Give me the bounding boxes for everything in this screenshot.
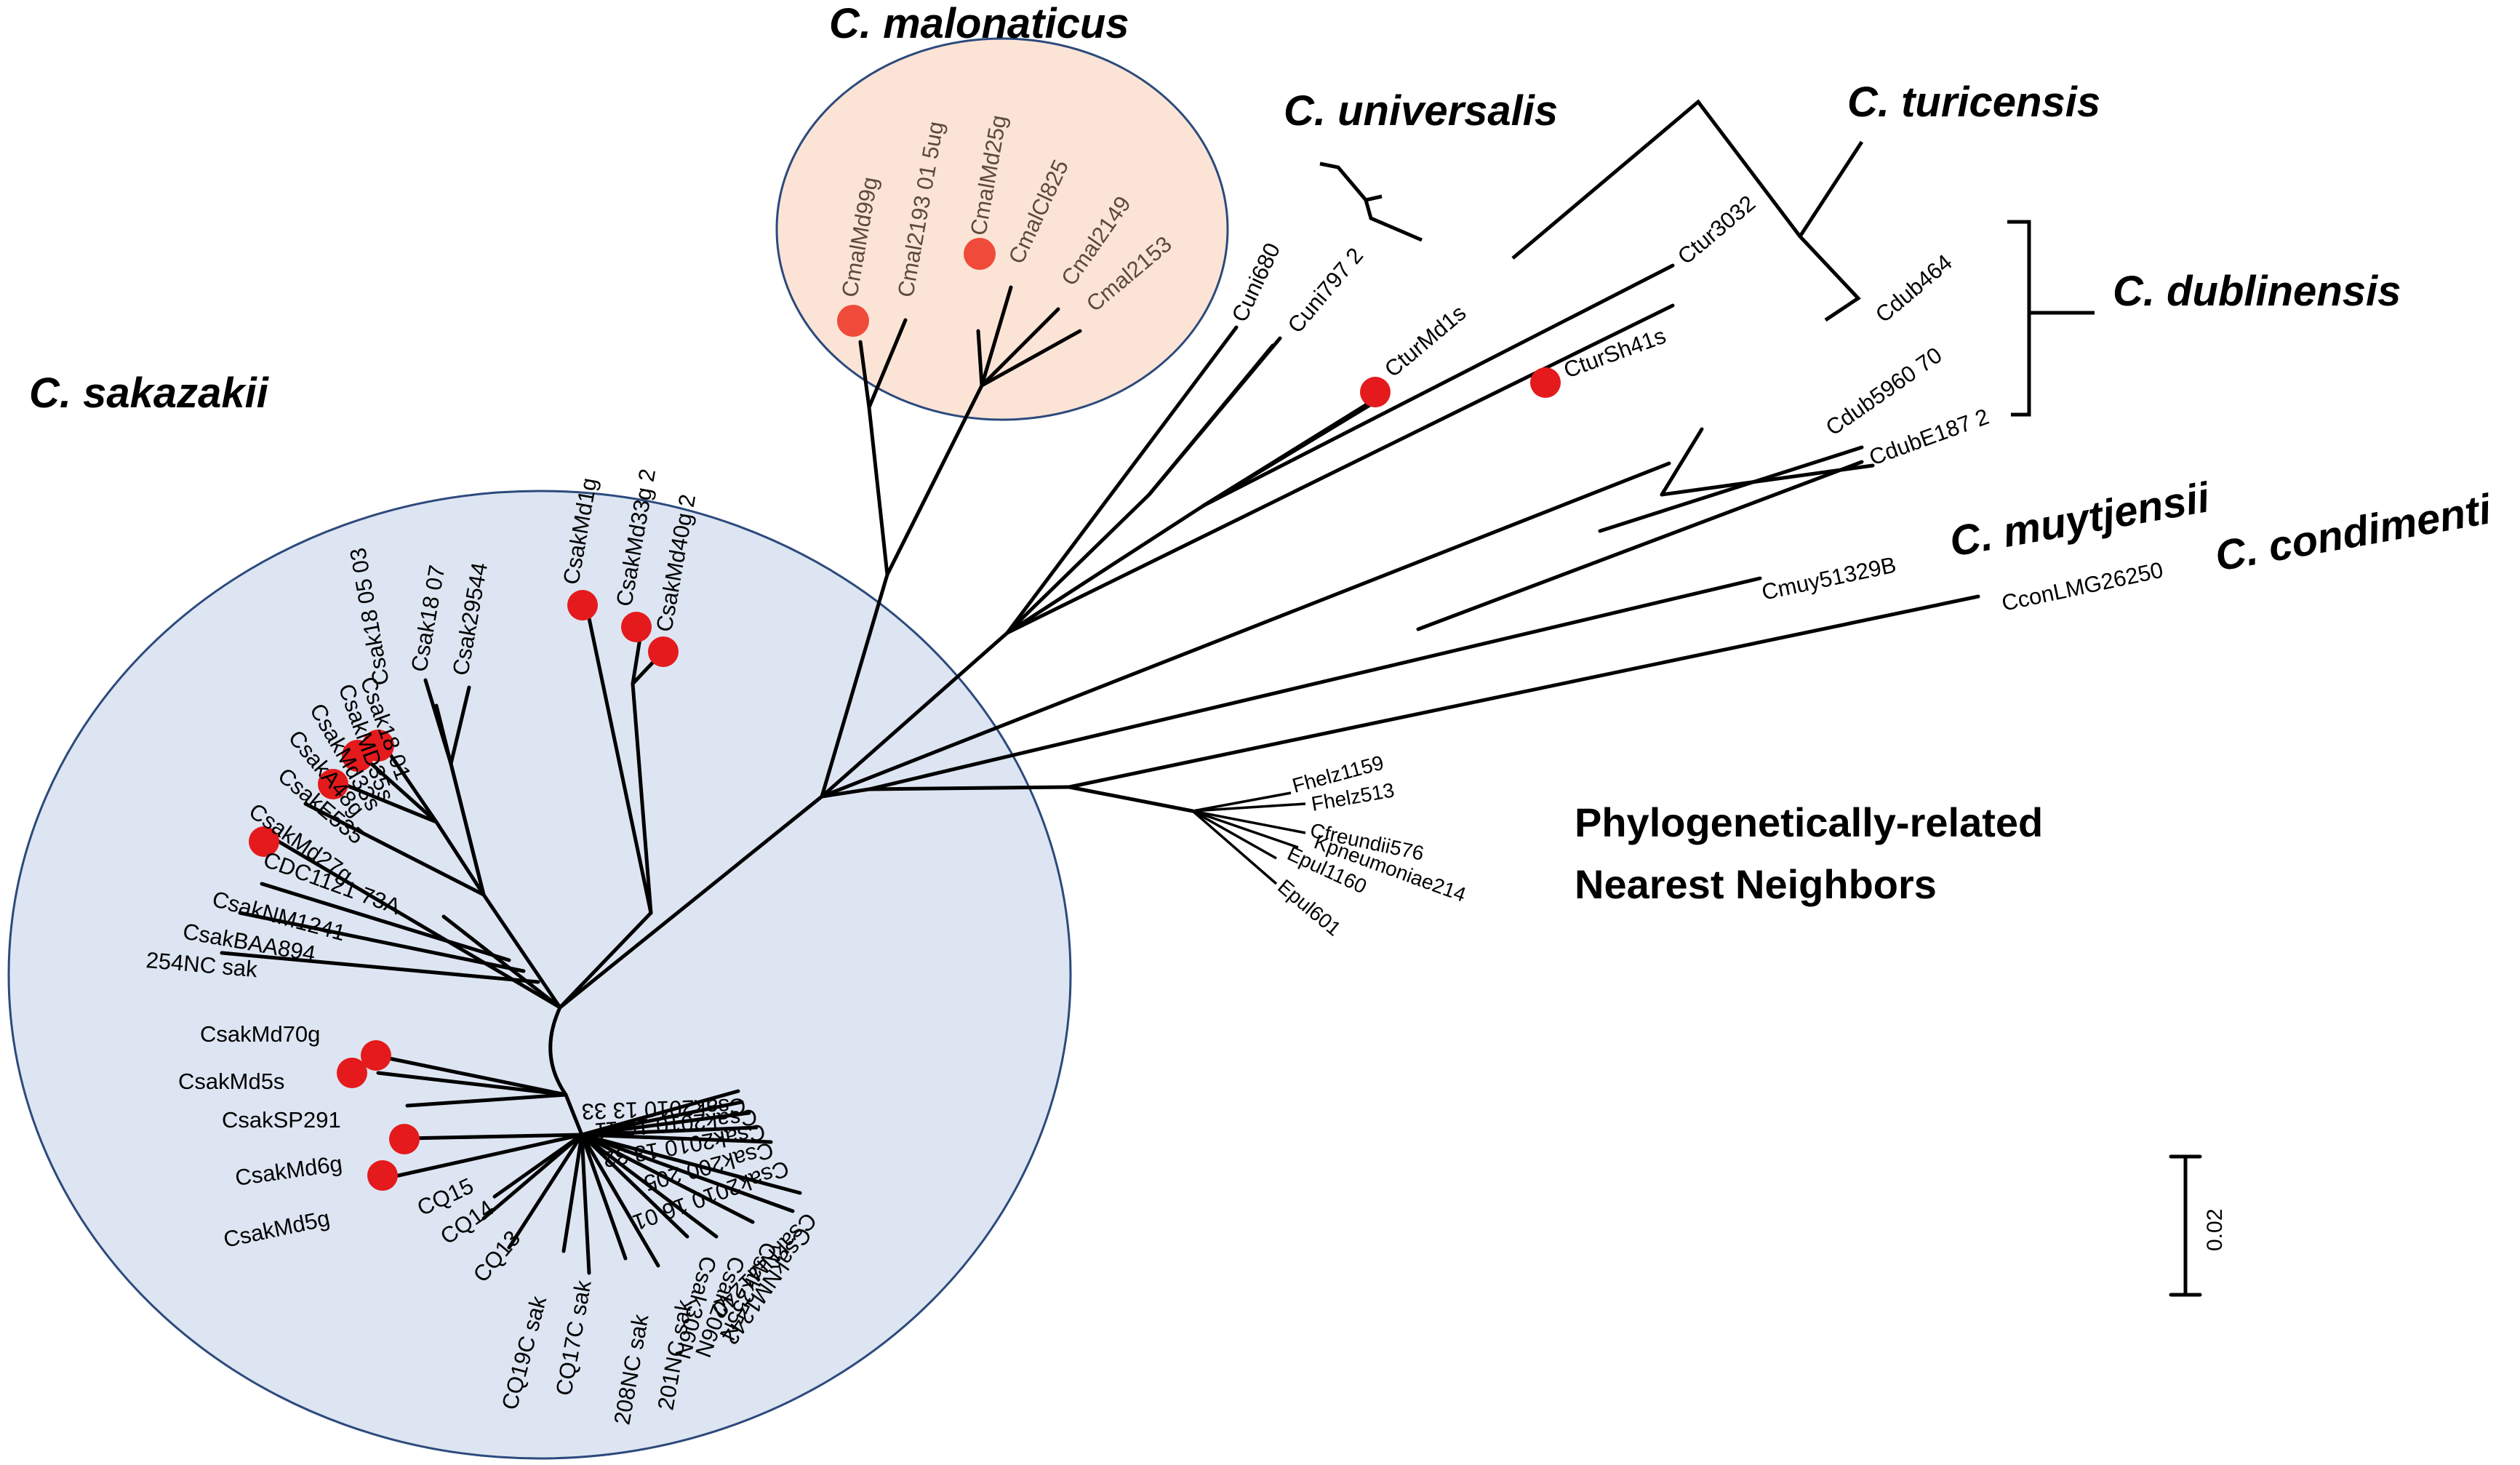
marker-CturSh41s	[1530, 367, 1561, 398]
marker-CsakA48g	[318, 769, 348, 799]
leaf-label-tur: CturSh41s	[1560, 323, 1669, 383]
marker-CsakMd1g	[567, 590, 598, 620]
clade-label-universalis: C. universalis	[1284, 87, 1558, 135]
leaf-label-sak: Csak2010 13 33	[581, 1093, 746, 1125]
marker-CsakMd40g	[648, 636, 679, 667]
leaf-label-uni: Cuni797 2	[1283, 243, 1369, 338]
marker-CsakMd33g	[621, 612, 652, 642]
leaf-label-uni: Cuni680	[1227, 239, 1286, 326]
dublinensis-brace	[2007, 220, 2095, 417]
marker-CsakMd70g	[361, 1040, 391, 1071]
leaf-label-dub: Cdub464	[1871, 250, 1957, 328]
tree-branches	[220, 263, 1980, 1275]
clade-label-muytjensii: C. muytjensii	[1946, 474, 2215, 566]
scale-bar-label: 0.02	[2203, 1209, 2227, 1251]
leaf-label-con: CconLMG26250	[1999, 557, 2165, 616]
marker-CsakMd5g	[367, 1160, 398, 1191]
leaf-label-muy: Cmuy51329B	[1759, 552, 1898, 605]
leaf-label-tur: Ctur3032	[1673, 191, 1760, 270]
leaf-label-sak: CsakSP291	[222, 1107, 341, 1133]
marker-CsakMd27g	[249, 826, 279, 857]
marker-CmalMd99g	[837, 305, 869, 337]
clade-label-malonaticus: C. malonaticus	[829, 0, 1129, 47]
clade-label-dublinensis: C. dublinensis	[2113, 268, 2401, 315]
red-markers	[249, 238, 1561, 1191]
nearest-neighbors-title-line2: Nearest Neighbors	[1575, 861, 1937, 907]
marker-CsakMd33s	[342, 740, 374, 772]
leaf-label-sak: CsakMd70g	[200, 1021, 320, 1047]
marker-CsakMd5s	[337, 1058, 367, 1088]
leaf-label-sak: CsakMd5s	[178, 1069, 284, 1094]
marker-CturMd1s	[1360, 377, 1391, 407]
universalis-brace	[1319, 161, 1423, 242]
nearest-neighbors-title-line1: Phylogenetically-related	[1575, 799, 2043, 845]
malonaticus-clade-circle	[775, 37, 1229, 421]
turicensis-brace	[1511, 99, 1864, 322]
clade-label-condimenti: C. condimenti	[2212, 485, 2496, 580]
scale-bar: 0.02	[2169, 1154, 2227, 1297]
marker-CsakMd6g	[389, 1124, 420, 1154]
clade-label-turicensis: C. turicensis	[1847, 79, 2100, 126]
leaf-label-dub: CdubE187 2	[1865, 404, 1992, 471]
marker-CmalMd25g	[964, 238, 996, 270]
clade-label-sakazakii: C. sakazakii	[29, 370, 270, 417]
leaf-label-tur: CturMd1s	[1380, 300, 1471, 382]
